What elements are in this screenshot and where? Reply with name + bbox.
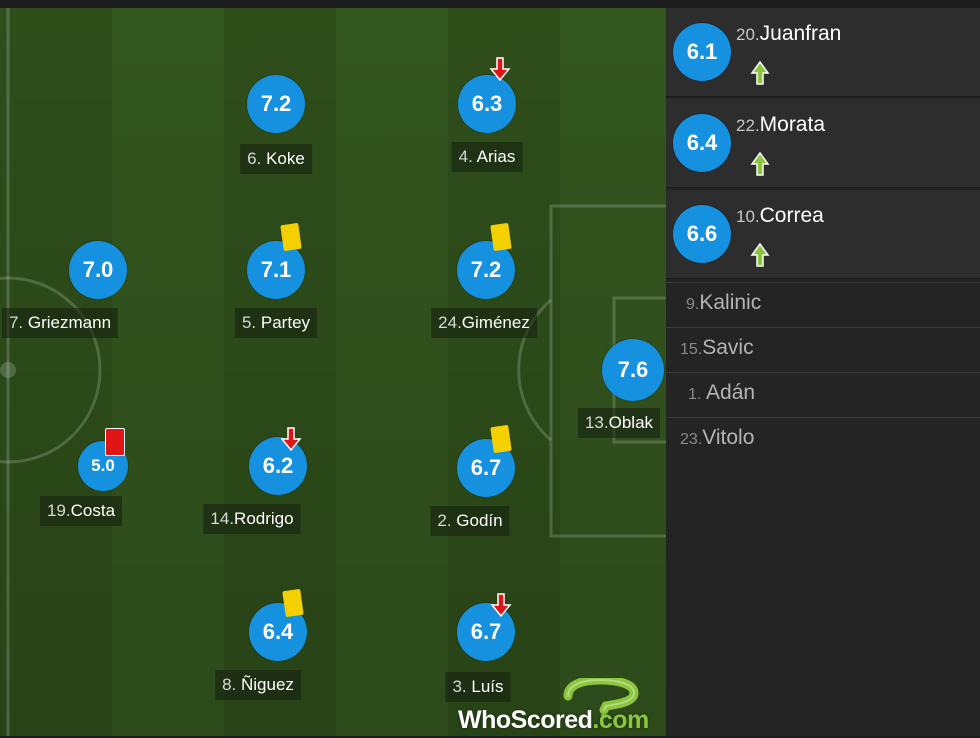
sub-juanfran[interactable]: 6.1 20.Juanfran <box>666 8 980 97</box>
sub-label: 10.Correa <box>736 204 824 227</box>
player-label: 13.Oblak <box>577 408 661 438</box>
bench-label: 9.Kalinic <box>686 291 762 314</box>
subbed-off-arrow-icon <box>490 593 512 618</box>
player-rating: 7.6 <box>602 339 664 401</box>
whoscored-logo: WhoScored.com <box>458 676 658 736</box>
player-rating: 7.1 <box>247 241 305 299</box>
player-label: 14.Rodrigo <box>203 504 301 534</box>
sub-morata[interactable]: 6.4 22.Morata <box>666 99 980 188</box>
player-label: 7. Griezmann <box>1 308 119 338</box>
player-rating: 6.6 <box>673 205 731 263</box>
yellow-card-icon <box>282 588 304 618</box>
player-label: 6. Koke <box>240 144 312 174</box>
player-label: 24.Giménez <box>431 308 537 338</box>
whoscored-question-mark-icon <box>563 678 639 718</box>
player-rating: 6.3 <box>458 75 516 133</box>
player-label: 3. Luís <box>445 672 511 702</box>
player-rating: 6.7 <box>457 603 515 661</box>
player-rating: 6.2 <box>249 437 307 495</box>
player-rating: 6.4 <box>673 114 731 172</box>
yellow-card-icon <box>490 424 512 454</box>
player-label: 5. Partey <box>234 308 318 338</box>
subbed-on-arrow-icon <box>750 242 770 267</box>
sub-correa[interactable]: 6.6 10.Correa <box>666 190 980 279</box>
substitutes-panel: 6.1 20.Juanfran 6.4 22.Morata 6.6 10.Cor… <box>666 8 980 736</box>
bench-adan[interactable]: 1. Adán <box>666 372 980 417</box>
pitch: 7.2 6. Koke 6.3 4. Arias 7.0 7. Griezman… <box>0 8 666 736</box>
yellow-card-icon <box>490 222 512 252</box>
subbed-off-arrow-icon <box>280 427 302 452</box>
subbed-on-arrow-icon <box>750 60 770 85</box>
subbed-on-arrow-icon <box>750 151 770 176</box>
sub-label: 20.Juanfran <box>736 22 842 45</box>
sub-label: 22.Morata <box>736 113 825 136</box>
player-label: 8. Ñiguez <box>215 670 301 700</box>
player-label: 19.Costa <box>39 496 123 526</box>
player-rating: 6.7 <box>457 439 515 497</box>
yellow-card-icon <box>280 222 302 252</box>
pitch-markings <box>0 8 666 736</box>
bench-vitolo[interactable]: 23.Vitolo <box>666 417 980 462</box>
player-label: 4. Arias <box>451 142 523 172</box>
bench-label: 1. Adán <box>688 381 756 404</box>
player-rating: 6.1 <box>673 23 731 81</box>
logo-text: WhoScored.com <box>458 706 649 734</box>
player-rating: 7.0 <box>69 241 127 299</box>
bench-label: 15.Savic <box>680 336 754 359</box>
player-rating: 7.2 <box>247 75 305 133</box>
player-label: 2. Godín <box>430 506 510 536</box>
bench-label: 23.Vitolo <box>680 426 755 449</box>
player-rating: 7.2 <box>457 241 515 299</box>
red-card-icon <box>105 428 125 456</box>
subbed-off-arrow-icon <box>489 57 511 82</box>
bench-savic[interactable]: 15.Savic <box>666 327 980 372</box>
bench-kalinic[interactable]: 9.Kalinic <box>666 282 980 327</box>
